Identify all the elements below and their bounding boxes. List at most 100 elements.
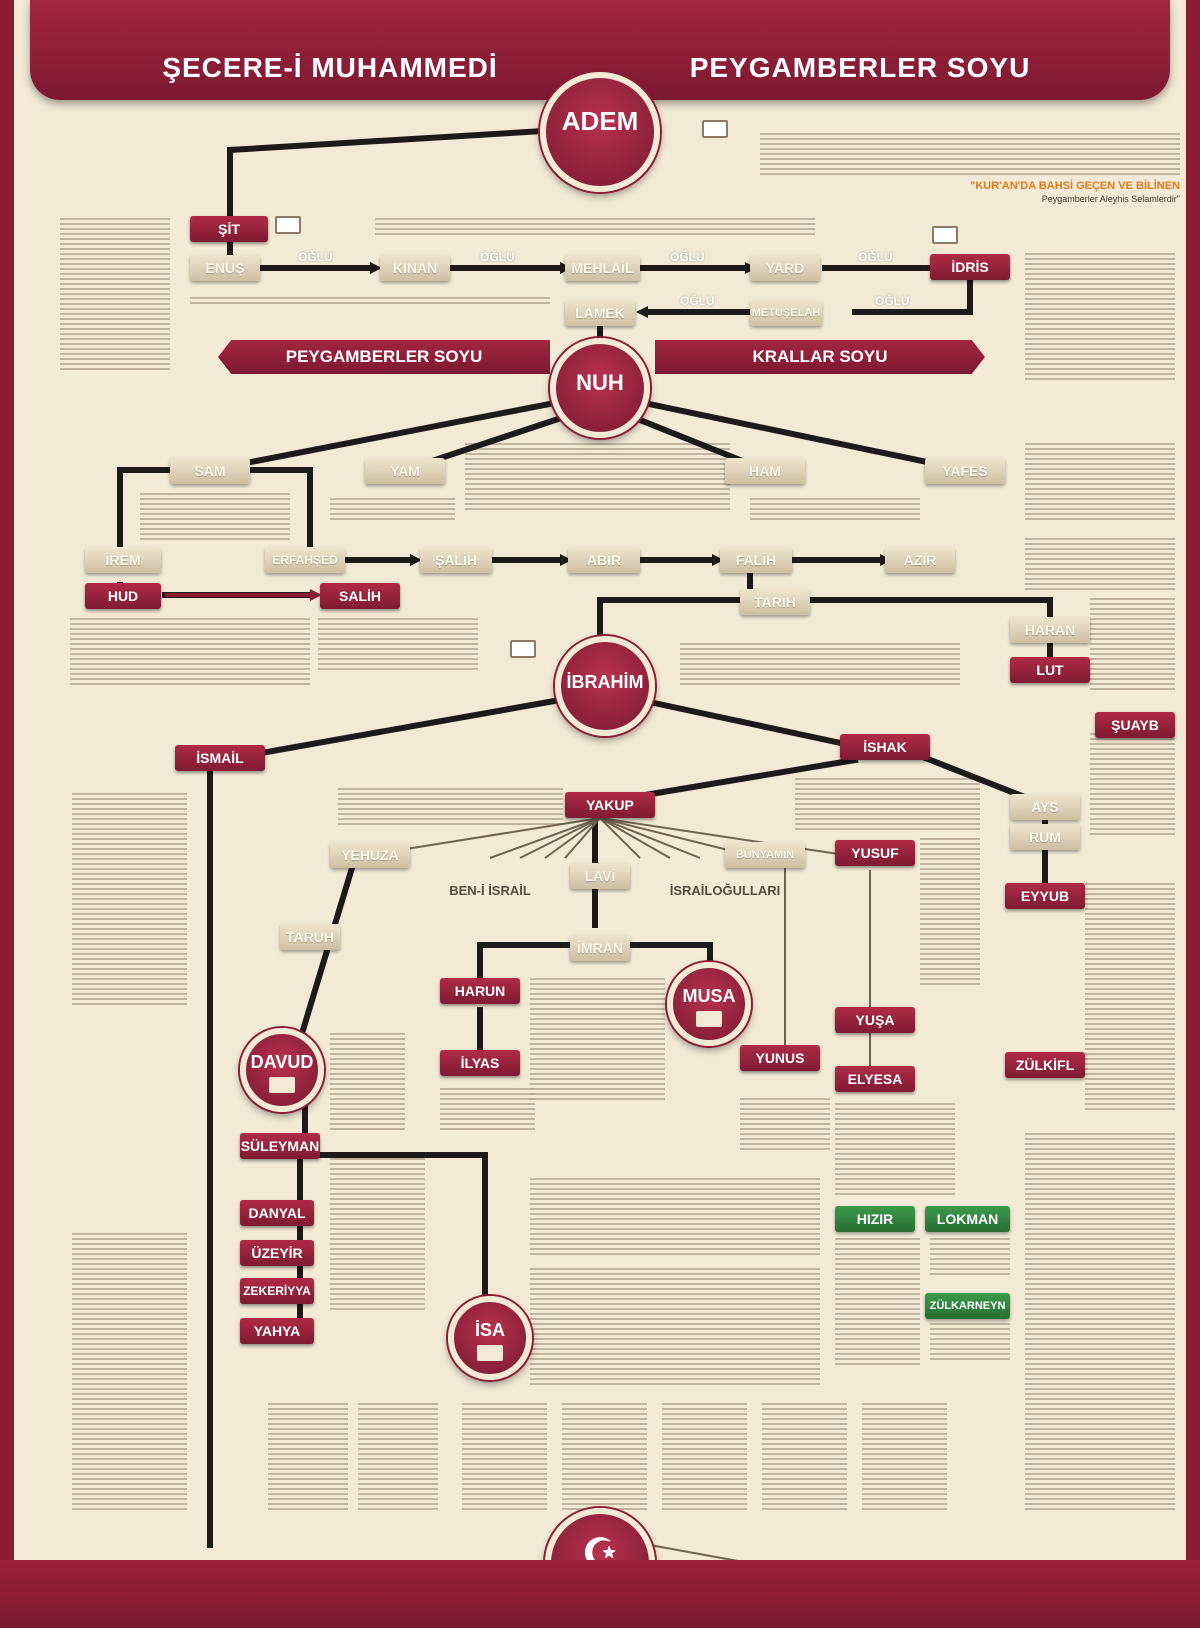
text-block	[330, 495, 455, 521]
book-icon	[269, 1077, 295, 1093]
node-ays[interactable]: AYS	[1010, 794, 1080, 820]
node-suayb[interactable]: ŞUAYB	[1095, 712, 1175, 738]
node-uzeyir[interactable]: ÜZEYİR	[240, 1240, 314, 1266]
node-zekeriyya[interactable]: ZEKERİYYA	[240, 1278, 314, 1304]
node-abir[interactable]: ABİR	[568, 547, 640, 573]
node-haran[interactable]: HARAN	[1010, 617, 1090, 643]
node-zulkifl[interactable]: ZÜLKİFL	[1005, 1052, 1085, 1078]
node-yusuf[interactable]: YUSUF	[835, 840, 915, 866]
node-yehuza[interactable]: YEHUZA	[330, 842, 410, 868]
text-block	[72, 1230, 187, 1510]
node-sit[interactable]: ŞİT	[190, 216, 268, 242]
isa-circle[interactable]: İSA	[448, 1296, 532, 1380]
open-book-icon	[275, 216, 301, 234]
text-block	[680, 640, 960, 685]
right-frame	[1186, 0, 1200, 1628]
text-block	[1085, 880, 1175, 1110]
node-yunus[interactable]: YUNUS	[740, 1045, 820, 1071]
footer-band	[0, 1560, 1200, 1628]
nuh-circle[interactable]: NUH	[550, 338, 650, 438]
node-lavi[interactable]: LAVİ	[570, 863, 630, 889]
node-salih[interactable]: SALİH	[320, 583, 400, 609]
node-sam[interactable]: SAM	[170, 458, 250, 484]
oglu-label: OĞLU	[670, 250, 705, 264]
node-irem[interactable]: İREM	[85, 547, 161, 573]
node-ishak[interactable]: İSHAK	[840, 734, 930, 760]
text-block	[530, 975, 665, 1100]
node-mehlail[interactable]: MEHLAİL	[565, 255, 640, 281]
node-eyyub[interactable]: EYYUB	[1005, 883, 1085, 909]
node-kinan[interactable]: KINAN	[380, 255, 450, 281]
open-book-icon	[510, 640, 536, 658]
text-block	[70, 615, 310, 685]
text-block	[140, 490, 290, 540]
text-block	[1025, 250, 1175, 380]
musa-circle[interactable]: MUSA	[667, 962, 751, 1046]
beni-israil-heading: BEN-İ İSRAİL	[449, 883, 531, 898]
node-lokman[interactable]: LOKMAN	[925, 1206, 1010, 1232]
text-block	[835, 1100, 955, 1195]
node-falih[interactable]: FALİH	[720, 547, 792, 573]
text-block	[1025, 535, 1175, 590]
text-block	[920, 835, 980, 985]
node-metuselah[interactable]: METUŞELAH	[750, 300, 822, 326]
node-danyal[interactable]: DANYAL	[240, 1200, 314, 1226]
peygamberler-soyu-banner: PEYGAMBERLER SOYU	[218, 340, 550, 374]
node-erfahsed[interactable]: ERFAHŞED	[265, 547, 345, 573]
isa-label: İSA	[474, 1320, 505, 1340]
text-block	[330, 1030, 405, 1130]
node-ismail[interactable]: İSMAİL	[175, 745, 265, 771]
oglu-label: OĞLU	[858, 250, 893, 264]
node-rum[interactable]: RUM	[1010, 824, 1080, 850]
node-ilyas[interactable]: İLYAS	[440, 1050, 520, 1076]
node-zulkarneyn[interactable]: ZÜLKARNEYN	[925, 1293, 1010, 1319]
ibrahim-label: İBRAHİM	[566, 672, 644, 692]
node-yahya[interactable]: YAHYA	[240, 1318, 314, 1344]
node-harun[interactable]: HARUN	[440, 978, 520, 1004]
text-block	[338, 785, 563, 825]
quran-note-sub: Peygamberler Aleyhis Selamlerdir"	[1041, 194, 1180, 204]
text-block	[762, 1400, 847, 1510]
node-yakup[interactable]: YAKUP	[565, 792, 655, 818]
text-block	[465, 440, 730, 510]
adem-circle[interactable]: ADEM	[540, 72, 660, 192]
davud-label: DAVUD	[250, 1052, 314, 1072]
text-block	[318, 615, 478, 670]
open-book-icon	[702, 120, 728, 138]
node-suleyman[interactable]: SÜLEYMAN	[240, 1133, 320, 1159]
text-block	[330, 1150, 425, 1310]
ibrahim-circle[interactable]: İBRAHİM	[555, 636, 655, 736]
node-idris[interactable]: İDRİS	[930, 254, 1010, 280]
book-icon	[477, 1345, 503, 1361]
node-imran[interactable]: İMRAN	[570, 935, 630, 961]
node-hizir[interactable]: HIZIR	[835, 1206, 915, 1232]
node-ham[interactable]: HAM	[725, 458, 805, 484]
davud-circle[interactable]: DAVUD	[240, 1028, 324, 1112]
node-lamek[interactable]: LAMEK	[565, 300, 635, 326]
text-block	[760, 130, 1180, 176]
text-block	[930, 1235, 1010, 1275]
node-hud[interactable]: HUD	[85, 583, 161, 609]
node-salih-b[interactable]: ŞALİH	[420, 547, 492, 573]
text-block	[795, 775, 980, 830]
text-block	[750, 495, 920, 521]
text-block	[1090, 730, 1175, 835]
node-yam[interactable]: YAM	[365, 458, 445, 484]
node-azir[interactable]: AZİR	[885, 547, 955, 573]
node-yusa[interactable]: YUŞA	[835, 1007, 915, 1033]
node-elyesa[interactable]: ELYESA	[835, 1066, 915, 1092]
node-yafes[interactable]: YAFES	[925, 458, 1005, 484]
book-icon	[696, 1011, 722, 1027]
header-left-title: ŞECERE-İ MUHAMMEDİ	[162, 52, 498, 83]
text-block	[835, 1235, 920, 1365]
node-enus[interactable]: ENUŞ	[190, 255, 260, 281]
node-yard[interactable]: YARD	[750, 255, 820, 281]
node-lut[interactable]: LUT	[1010, 657, 1090, 683]
node-bunyamin[interactable]: BÜNYAMİN	[725, 842, 805, 868]
node-tarih[interactable]: TARİH	[740, 589, 810, 615]
oglu-label: OĞLU	[298, 250, 333, 264]
node-taruh[interactable]: TARUH	[280, 924, 340, 950]
text-block	[358, 1400, 438, 1510]
